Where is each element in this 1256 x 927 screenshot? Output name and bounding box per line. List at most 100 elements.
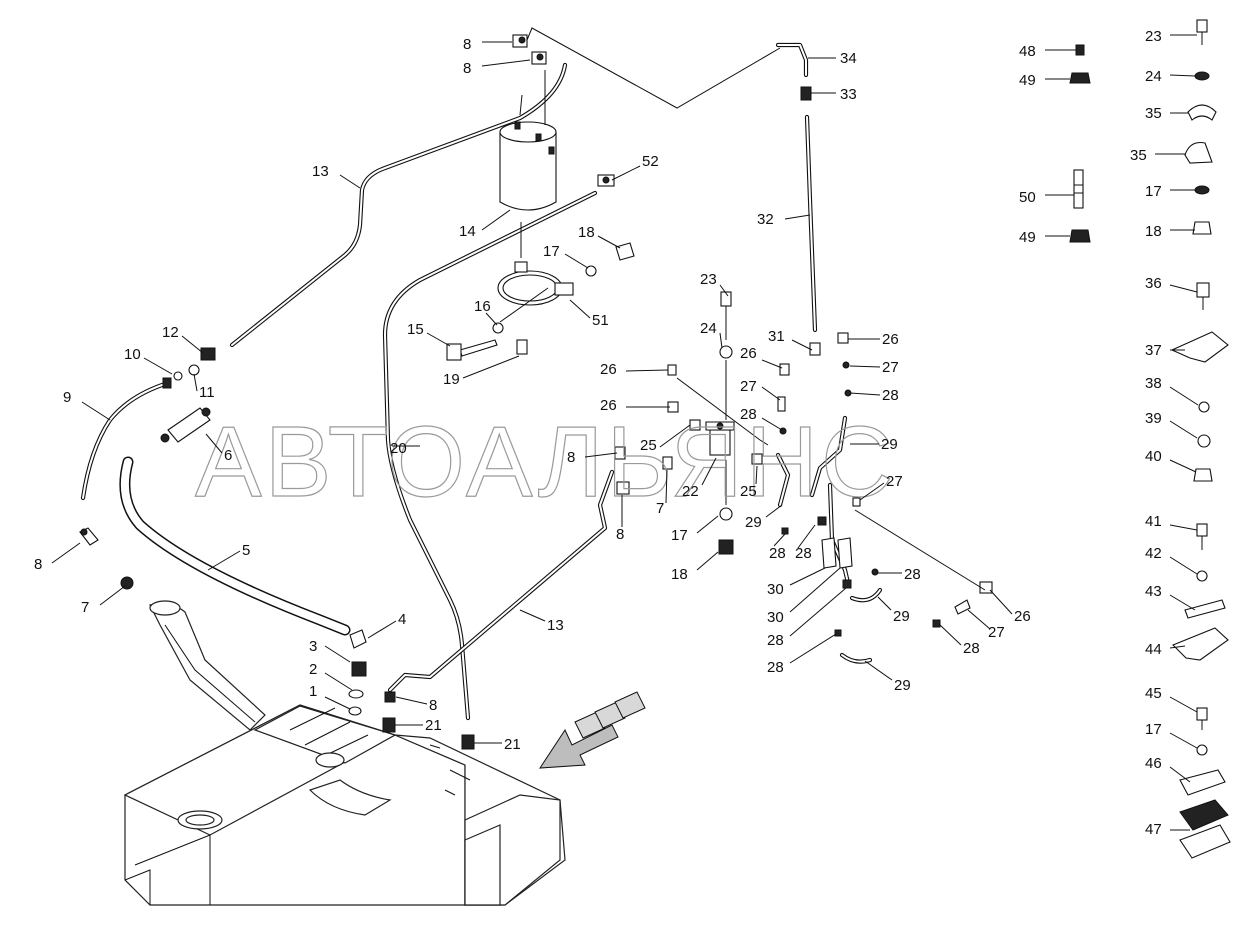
callout-label-16: 16: [474, 298, 491, 315]
callout-leader-28d: [797, 524, 816, 549]
injectors-30: [821, 537, 853, 569]
callout-label-27b: 27: [740, 378, 757, 395]
callout-leader-28b: [761, 417, 783, 431]
callout-leader-41: [1169, 524, 1198, 531]
callout-leader-39: [1169, 420, 1198, 439]
callout-label-8d: 8: [616, 526, 624, 543]
callout-leader-18b: [696, 551, 719, 571]
callout-label-17b: 17: [671, 527, 688, 544]
callout-label-25b: 25: [740, 483, 757, 500]
callout-label-20: 20: [390, 440, 407, 457]
callout-leader-5: [207, 550, 241, 571]
callout-leader-8f: [395, 696, 428, 705]
callout-label-12: 12: [162, 324, 179, 341]
callout-leader-38: [1169, 386, 1199, 406]
callout-label-30b: 30: [767, 609, 784, 626]
callout-label-8e: 8: [34, 556, 42, 573]
callout-label-43: 43: [1145, 583, 1162, 600]
callout-label-42: 42: [1145, 545, 1162, 562]
callout-label-7b: 7: [81, 599, 89, 616]
front-direction-arrow: [539, 691, 646, 769]
callout-leader-12: [181, 335, 204, 354]
callout-label-4: 4: [398, 611, 406, 628]
callout-label-33: 33: [840, 86, 857, 103]
bolt-15: [446, 339, 498, 361]
callout-leader-26b: [761, 359, 783, 369]
callout-leader-17d: [1169, 732, 1198, 749]
callout-label-28h: 28: [767, 659, 784, 676]
callout-label-45: 45: [1145, 685, 1162, 702]
callout-leader-32: [784, 214, 811, 220]
callout-label-29c: 29: [893, 608, 910, 625]
callout-leader-15: [426, 332, 451, 347]
callout-leader-18a: [597, 235, 621, 249]
callout-leader-6: [205, 433, 223, 454]
callout-leader-25b: [755, 465, 758, 485]
callout-leader-27b: [761, 386, 781, 401]
callout-label-26d: 26: [600, 397, 617, 414]
callout-label-49a: 49: [1019, 72, 1036, 89]
callout-label-13a: 13: [312, 163, 329, 180]
right-hardware-column: [1069, 19, 1231, 859]
callout-leader-30b: [789, 567, 841, 613]
callout-label-27a: 27: [882, 359, 899, 376]
callout-leader-3: [324, 645, 351, 663]
pipe-28-connector: [827, 482, 851, 586]
callout-leader-27d: [967, 609, 991, 630]
callout-label-30a: 30: [767, 581, 784, 598]
callout-label-37: 37: [1145, 342, 1162, 359]
callout-label-28a: 28: [882, 387, 899, 404]
callout-label-9: 9: [63, 389, 71, 406]
hose-29-a: [849, 587, 883, 603]
callout-label-7a: 7: [656, 500, 664, 517]
callout-leader-8c: [584, 452, 618, 458]
callout-label-23b: 23: [1145, 28, 1162, 45]
callout-label-3: 3: [309, 638, 317, 655]
callout-leader-28a: [849, 392, 881, 396]
callout-label-2: 2: [309, 661, 317, 678]
callout-label-48: 48: [1019, 43, 1036, 60]
callout-label-25a: 25: [640, 437, 657, 454]
fuel-filter-canister: [499, 121, 557, 211]
callout-leader-29d: [864, 660, 893, 681]
callout-leader-1: [324, 696, 351, 710]
callout-label-11: 11: [199, 384, 215, 401]
callout-leader-31: [791, 339, 813, 351]
callout-label-38: 38: [1145, 375, 1162, 392]
callout-leader-40: [1169, 459, 1197, 473]
callout-leader-36: [1169, 284, 1198, 293]
callout-label-32: 32: [757, 211, 774, 228]
callout-label-6: 6: [224, 447, 232, 464]
callout-leader-10: [143, 357, 173, 375]
callout-label-28c: 28: [769, 545, 786, 562]
callout-label-26e: 26: [1014, 608, 1031, 625]
callout-leader-27c: [859, 482, 885, 501]
callout-label-14: 14: [459, 223, 476, 240]
callout-label-40: 40: [1145, 448, 1162, 465]
callout-leader-27a: [849, 365, 881, 368]
callout-label-44: 44: [1145, 641, 1162, 658]
assembly-leaders: [499, 27, 986, 591]
callout-leader-29b: [765, 504, 783, 518]
callout-leader-26e: [989, 589, 1013, 615]
callout-label-22: 22: [682, 483, 699, 500]
pipe-13-lower: [387, 469, 615, 693]
callout-leader-30a: [789, 567, 826, 586]
callout-label-18c: 18: [1145, 223, 1162, 240]
callout-label-1: 1: [309, 683, 317, 700]
callout-leader-14: [481, 209, 511, 231]
callout-label-24a: 24: [700, 320, 717, 337]
callout-label-8a: 8: [463, 36, 471, 53]
callout-leader-11: [193, 373, 198, 392]
callout-leader-22: [701, 457, 717, 486]
callout-leader-4: [367, 620, 397, 639]
callout-label-31: 31: [768, 328, 785, 345]
callout-leader-24b: [1169, 74, 1196, 77]
callout-label-17c: 17: [1145, 183, 1162, 200]
callout-leader-2: [324, 672, 353, 691]
callout-label-35b: 35: [1130, 147, 1147, 164]
inline-filter-6: [160, 407, 211, 443]
callout-label-17d: 17: [1145, 721, 1162, 738]
